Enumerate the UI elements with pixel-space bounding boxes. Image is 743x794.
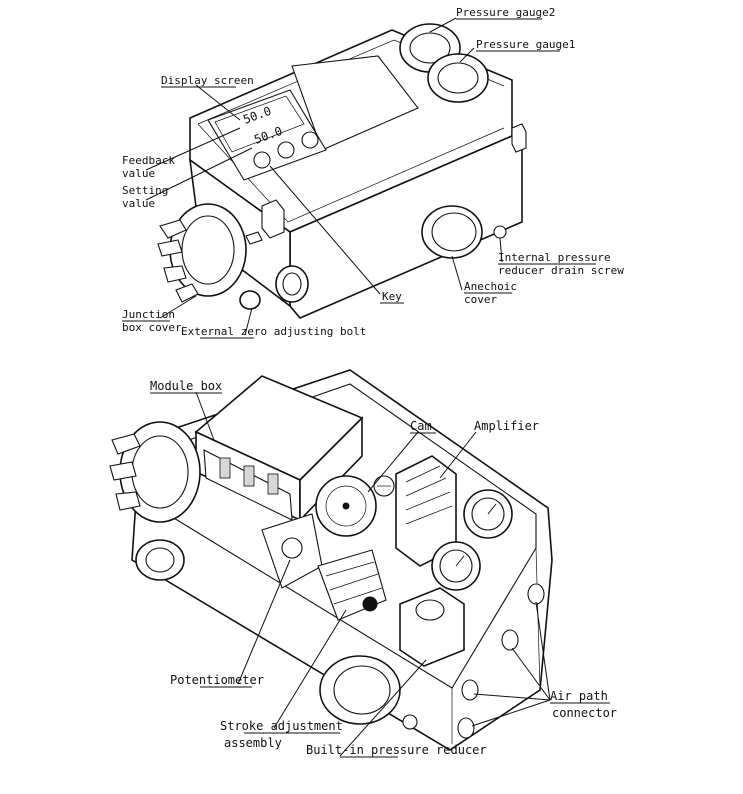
air-port-1-icon: [527, 583, 545, 605]
label-anechoic-cover-1: Anechoic: [464, 280, 517, 293]
label-feedback-value-1: Feedback: [122, 154, 175, 167]
label-external-zero-bolt: External zero adjusting bolt: [181, 325, 366, 338]
label-internal-drain-2: reducer drain screw: [498, 264, 624, 277]
external-zero-bolt-icon: [239, 290, 261, 310]
top-leader-lines: [145, 17, 503, 336]
label-anechoic-cover-2: cover: [464, 293, 497, 306]
drain-screw-icon: [493, 225, 507, 239]
label-setting-value-1: Setting: [122, 184, 168, 197]
label-air-path-connector-2: connector: [552, 706, 617, 720]
label-pressure-gauge2: Pressure gauge2: [456, 6, 555, 19]
label-potentiometer: Potentiometer: [170, 673, 264, 687]
closed-positioner-illustration: 50.0 50.0: [157, 23, 527, 319]
label-cam: Cam: [410, 419, 432, 433]
key-button-3: [301, 131, 319, 149]
label-built-in-reducer: Built-in pressure reducer: [306, 743, 487, 757]
anechoic-cover-icon: [431, 212, 477, 252]
label-pressure-gauge1: Pressure gauge1: [476, 38, 575, 51]
key-button-1: [253, 151, 271, 169]
open-positioner-illustration: [109, 369, 553, 751]
label-module-box: Module box: [150, 379, 222, 393]
air-port-3-icon: [461, 679, 479, 701]
label-junction-box-cover-2: box cover: [122, 321, 182, 334]
top-labels: Pressure gauge2 Pressure gauge1 Display …: [122, 6, 624, 339]
bottom-labels: Module box Cam Amplifier Potentiometer S…: [150, 379, 617, 758]
label-stroke-adjustment-1: Stroke adjustment: [220, 719, 343, 733]
air-port-4-icon: [457, 717, 475, 739]
pressure-gauge1-icon: [437, 62, 479, 94]
label-feedback-value-2: value: [122, 167, 155, 180]
label-air-path-connector-1: Air path: [550, 689, 608, 703]
junction-box-cover-icon: [181, 215, 235, 285]
key-button-2: [277, 141, 295, 159]
label-internal-drain-1: Internal pressure: [498, 251, 611, 264]
label-key: Key: [382, 290, 402, 303]
label-setting-value-2: value: [122, 197, 155, 210]
pressure-gauge2-icon: [409, 32, 451, 64]
air-port-2-icon: [501, 629, 519, 651]
bottom-leader-lines: [195, 391, 551, 757]
window-panel: [291, 55, 419, 151]
label-junction-box-cover-1: Junction: [122, 308, 175, 321]
label-stroke-adjustment-2: assembly: [224, 736, 282, 750]
label-display-screen: Display screen: [161, 74, 254, 87]
label-amplifier: Amplifier: [474, 419, 539, 433]
